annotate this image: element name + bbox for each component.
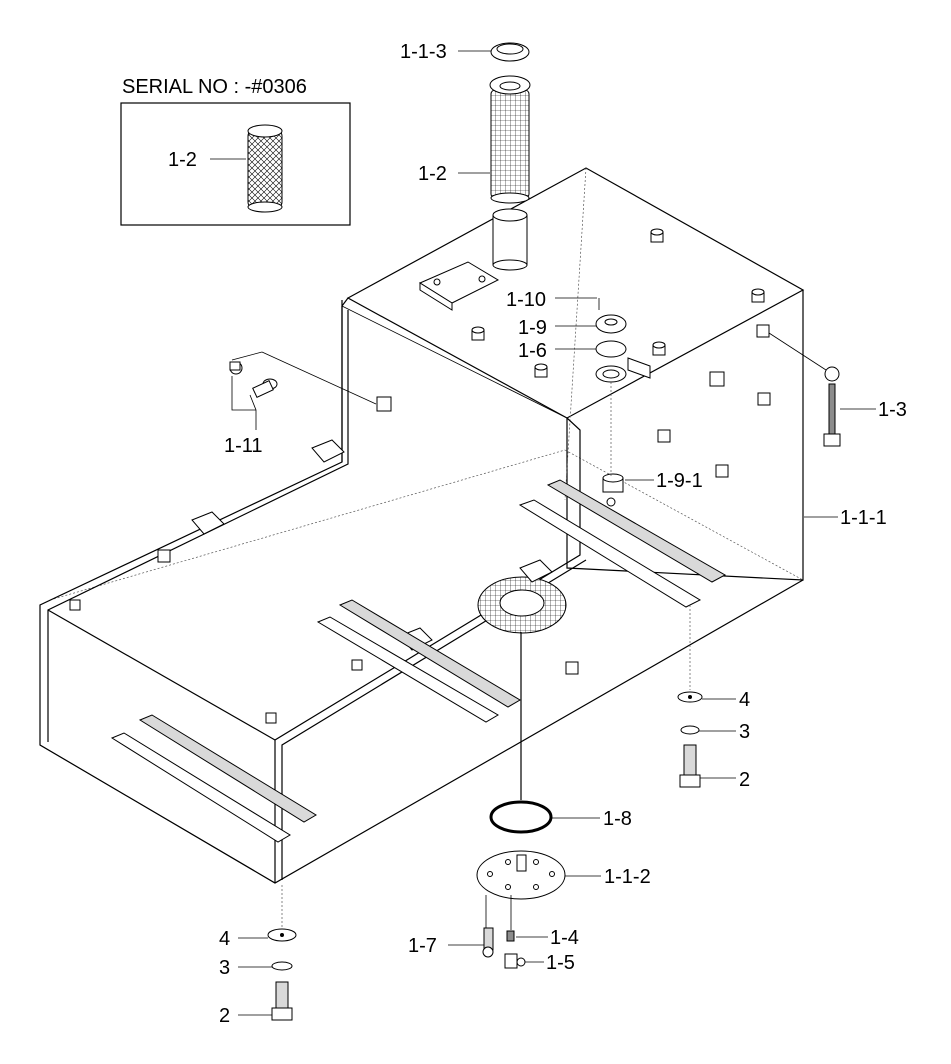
fitting-parts-1-11 — [229, 351, 377, 430]
label-1-8: 1-8 — [603, 808, 632, 830]
label-1-3: 1-3 — [878, 399, 907, 421]
inset-title: SERIAL NO : -#0306 — [122, 76, 307, 98]
label-3-right: 3 — [739, 721, 750, 743]
drain-plug-parts — [482, 927, 526, 969]
filler-cap-part — [490, 42, 530, 62]
label-1-10: 1-10 — [506, 289, 546, 311]
tank-rails — [110, 479, 727, 843]
label-1-6: 1-6 — [518, 340, 547, 362]
label-1-4: 1-4 — [550, 927, 579, 949]
serial-inset: SERIAL NO : -#0306 1-2 — [120, 76, 351, 226]
label-1-9-1: 1-9-1 — [656, 470, 703, 492]
label-1-11: 1-11 — [224, 435, 263, 457]
label-3-left: 3 — [219, 957, 230, 979]
drain-flange-part — [476, 850, 566, 930]
right-mount-hardware — [677, 605, 703, 788]
tank-top-features — [69, 208, 771, 724]
leader-lines — [238, 50, 876, 1016]
label-1-1-2: 1-1-2 — [604, 866, 651, 888]
label-2-right: 2 — [739, 769, 750, 791]
left-mount-hardware — [267, 885, 297, 1021]
label-1-7: 1-7 — [408, 935, 437, 957]
inset-label: 1-2 — [168, 149, 197, 171]
label-4-right: 4 — [739, 689, 750, 711]
label-1-1-1: 1-1-1 — [840, 507, 887, 529]
label-1-5: 1-5 — [546, 952, 575, 974]
label-4-left: 4 — [219, 928, 230, 950]
level-gauge-part — [768, 332, 841, 447]
o-ring-part — [489, 800, 553, 834]
fuel-tank-body — [39, 167, 805, 884]
part-labels: 1-1-3 1-2 1-10 1-9 1-6 1-11 1-3 1-9-1 1-… — [219, 41, 907, 1027]
inset-strainer-part — [247, 124, 283, 213]
label-2-left: 2 — [219, 1005, 230, 1027]
label-1-9: 1-9 — [518, 317, 547, 339]
label-1-1-3: 1-1-3 — [400, 41, 447, 63]
strainer-part — [489, 75, 531, 204]
label-1-2: 1-2 — [418, 163, 447, 185]
